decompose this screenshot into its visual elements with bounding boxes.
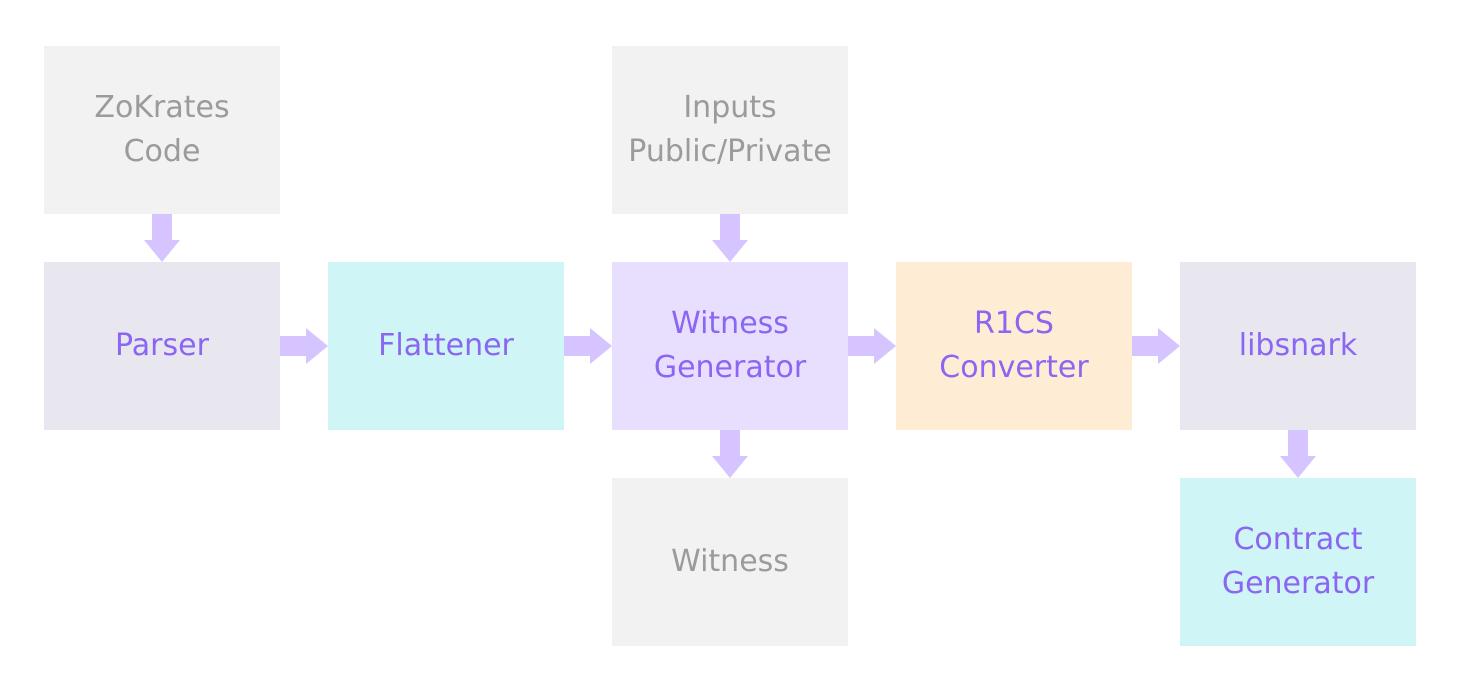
node-parser: Parser — [44, 262, 280, 430]
node-r1cs-converter: R1CS Converter — [896, 262, 1132, 430]
node-label: Flattener — [378, 328, 514, 363]
arrow-parser-to-flattener — [280, 328, 328, 364]
node-label: Witness — [671, 544, 789, 579]
node-flattener: Flattener — [328, 262, 564, 430]
node-witness: Witness — [612, 478, 848, 646]
node-contract-generator: Contract Generator — [1180, 478, 1416, 646]
node-witness-generator: Witness Generator — [612, 262, 848, 430]
node-label: R1CS Converter — [939, 306, 1089, 385]
arrow-witness-generator-to-witness — [712, 430, 748, 478]
node-label: libsnark — [1238, 328, 1358, 363]
arrow-zokrates-to-parser — [144, 214, 180, 262]
node-label: Inputs Public/Private — [628, 90, 832, 169]
arrow-inputs-to-witness-generator — [712, 214, 748, 262]
arrow-witness-generator-to-r1cs — [848, 328, 896, 364]
node-label: ZoKrates Code — [94, 90, 230, 169]
node-label: Witness Generator — [653, 306, 807, 385]
node-inputs: Inputs Public/Private — [612, 46, 848, 214]
node-zokrates-code: ZoKrates Code — [44, 46, 280, 214]
arrow-libsnark-to-contract-generator — [1280, 430, 1316, 478]
arrow-flattener-to-witness-generator — [564, 328, 612, 364]
node-label: Parser — [115, 328, 209, 363]
node-libsnark: libsnark — [1180, 262, 1416, 430]
node-label: Contract Generator — [1221, 522, 1375, 601]
arrow-r1cs-to-libsnark — [1132, 328, 1180, 364]
